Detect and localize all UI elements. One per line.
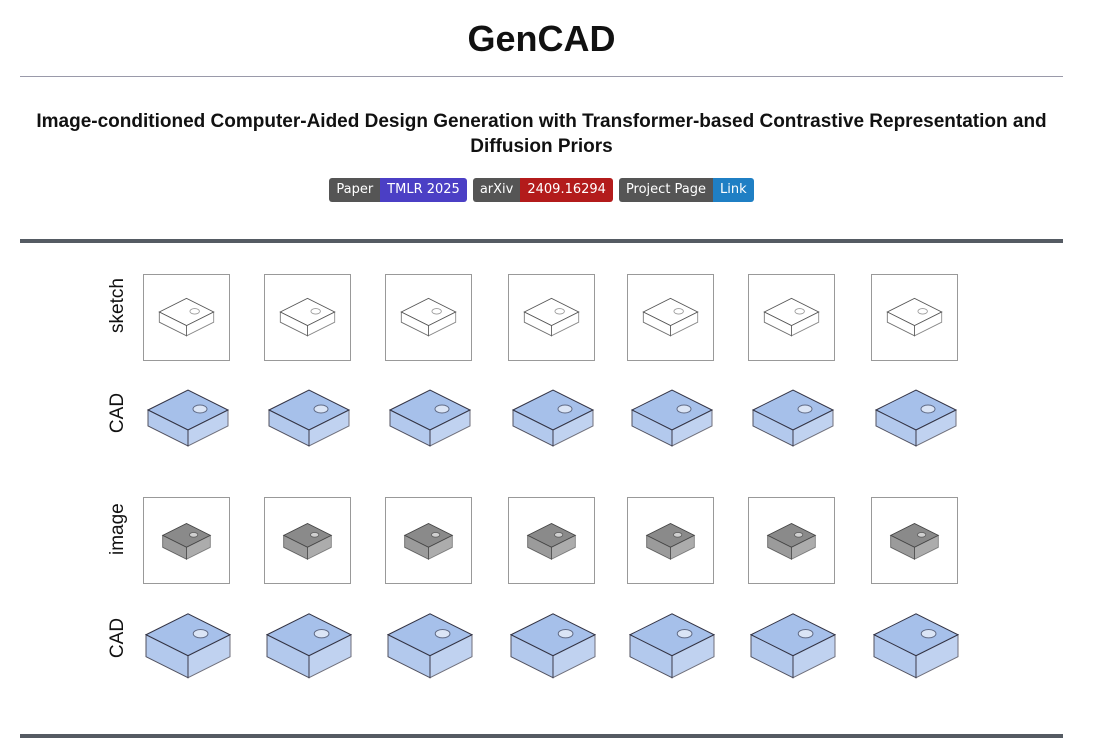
cad-model-render	[375, 595, 485, 690]
sketch-thumbnail	[871, 274, 958, 361]
cad-model-render	[617, 595, 727, 690]
sketch-thumbnail	[748, 274, 835, 361]
divider	[20, 76, 1063, 77]
cad-model-render	[133, 595, 243, 690]
badge-label: Paper	[329, 178, 381, 202]
row-label-sketch: sketch	[107, 278, 128, 333]
cad-model-render	[498, 595, 608, 690]
sketch-thumbnail	[627, 274, 714, 361]
sketch-thumbnail	[385, 274, 472, 361]
cad-model-render	[861, 595, 971, 690]
row-label-image: image	[107, 503, 128, 555]
cad-model-render	[617, 370, 727, 465]
input-image-thumbnail	[508, 497, 595, 584]
badge-value: Link	[713, 178, 754, 202]
input-image-thumbnail	[871, 497, 958, 584]
cad-model-render	[738, 595, 848, 690]
cad-model-render	[254, 595, 364, 690]
sketch-thumbnail	[264, 274, 351, 361]
divider	[20, 734, 1063, 738]
sketch-thumbnail	[143, 274, 230, 361]
cad-model-render	[254, 370, 364, 465]
row-label-cad: CAD	[107, 617, 128, 659]
input-image-thumbnail	[627, 497, 714, 584]
badge-value: TMLR 2025	[380, 178, 467, 202]
cad-model-render	[861, 370, 971, 465]
input-image-thumbnail	[264, 497, 351, 584]
input-image-thumbnail	[385, 497, 472, 584]
cad-model-render	[133, 370, 243, 465]
divider	[20, 239, 1063, 243]
cad-model-render	[375, 370, 485, 465]
input-image-thumbnail	[143, 497, 230, 584]
badge-value: 2409.16294	[520, 178, 613, 202]
input-image-thumbnail	[748, 497, 835, 584]
sketch-thumbnail	[508, 274, 595, 361]
page-title: GenCAD	[467, 18, 616, 59]
badge-label: Project Page	[618, 178, 714, 202]
badge-label: arXiv	[472, 178, 521, 202]
cad-model-render	[498, 370, 608, 465]
row-label-cad: CAD	[107, 392, 128, 434]
paper-subtitle: Image-conditioned Computer-Aided Design …	[36, 111, 1047, 157]
cad-model-render	[738, 370, 848, 465]
